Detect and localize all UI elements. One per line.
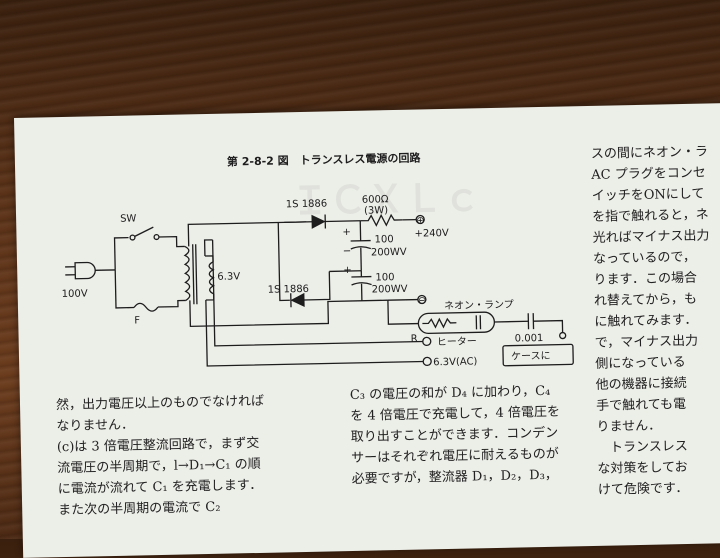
text-line: 手で触れても電 (596, 393, 713, 416)
text-line: 側になっている (595, 351, 712, 374)
text-line: スの間にネオン・ラ (591, 141, 708, 164)
text-line: りません． (596, 414, 713, 437)
label-resistor-watt: (3W) (364, 205, 388, 217)
label-heater-out-volt: 6.3V(AC) (433, 356, 478, 368)
label-cap-bottom-value: 100 (375, 272, 394, 283)
label-diode-top: 1S 1886 (286, 198, 328, 210)
label-neon-cap: 0.001 (515, 333, 544, 345)
text-line: 然，出力電圧以上のものでなければ (56, 391, 264, 416)
fuse-symbol (134, 303, 158, 312)
text-line: ります．この場合 (593, 267, 710, 290)
text-line: を指で触れると，ネ (592, 204, 709, 227)
text-line: けて危険です． (598, 477, 715, 500)
book-page: ＩＣＸＬｃ 第 2-8-2 図 トランスレス電源の回路 (14, 103, 720, 558)
label-fuse: F (134, 315, 140, 326)
label-cap-top-minus: − (343, 246, 352, 257)
body-column-2: C₃ の電圧の和が D₄ に加わり，C₄ を 4 倍電圧で充電して，4 倍電圧を… (350, 381, 562, 490)
label-plus-volt: +240V (414, 228, 449, 240)
capacitor-bottom (351, 271, 372, 301)
text-line: れ替えてから，も (594, 288, 711, 311)
label-cap-top-plus: + (342, 227, 351, 238)
text-line: 他の機器に接続 (596, 372, 713, 395)
label-case: ケースに (511, 350, 551, 363)
text-line: な対策をしてお (597, 456, 714, 479)
label-r: R (411, 334, 418, 345)
text-line: イッチをONにして (592, 183, 709, 206)
label-cap-bottom-plus: + (343, 265, 352, 276)
label-cap-top-voltage: 200WV (371, 247, 407, 259)
label-diode-bottom: 1S 1886 (268, 284, 310, 296)
label-minus-terminal: ⊖ (418, 295, 427, 306)
transformer-primary (185, 246, 190, 300)
ac-plug-icon (75, 262, 95, 278)
label-plus-terminal: ⊕ (416, 215, 425, 226)
text-line: また次の半周期の電流で C₂ (58, 496, 266, 521)
text-line: に触れてみます． (594, 309, 711, 332)
body-column-3: スの間にネオン・ラ AC プラグをコンセ イッチをONにして を指で触れると，ネ… (591, 141, 715, 500)
text-line: なっているので， (593, 246, 710, 269)
label-cap-bottom-voltage: 200WV (372, 284, 408, 296)
label-neon-lamp: ネオン・ランプ (444, 299, 514, 312)
label-sw: SW (120, 213, 137, 224)
label-6v3-winding: 6.3V (217, 271, 240, 282)
label-heater-out: ヒーター (437, 335, 477, 348)
label-cap-top-value: 100 (375, 234, 394, 245)
diode-top (312, 215, 325, 229)
capacitor-top (350, 221, 371, 271)
text-line: 必要ですが，整流器 D₁，D₂，D₃， (351, 465, 561, 490)
text-line: AC プラグをコンセ (591, 162, 708, 185)
text-line: で，マイナス出力 (595, 330, 712, 353)
text-line: トランスレス (597, 435, 714, 458)
switch-symbol (130, 227, 159, 240)
label-resistor: 600Ω (362, 194, 389, 206)
text-line: 光ればマイナス出力 (592, 225, 709, 248)
label-100v: 100V (62, 288, 88, 300)
circuit-diagram: SW 100V F 6.3V 1S 1886 1S 1886 600Ω (3W)… (14, 105, 620, 388)
text-line: に電流が流れて C₁ を充電します． (58, 475, 266, 500)
body-column-1: 然，出力電圧以上のものでなければ なりません． (c)は 3 倍電圧整流回路で，… (56, 391, 267, 521)
